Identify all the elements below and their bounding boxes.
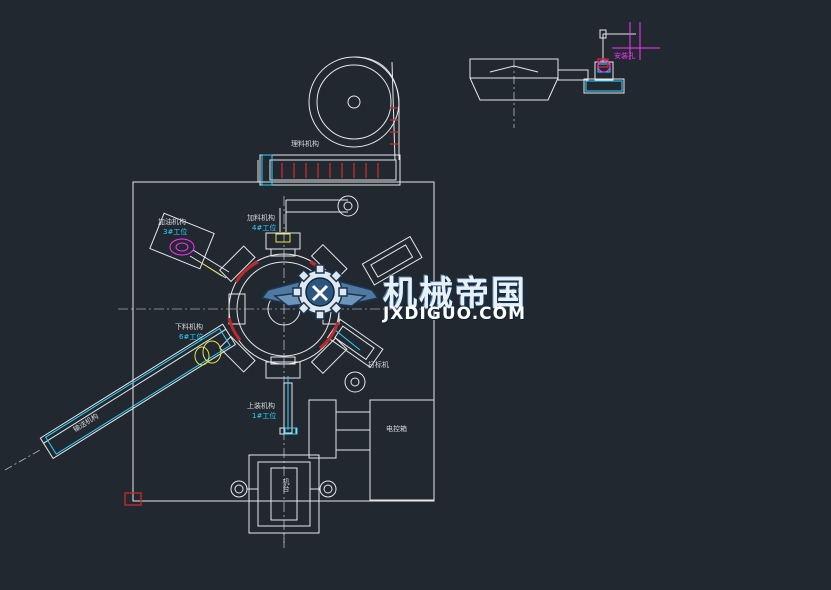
label-load-station: 1#工位 — [252, 412, 277, 420]
label-add-oil-station: 3#工位 — [163, 228, 188, 236]
machine-frame — [132, 181, 435, 502]
feed-track — [259, 154, 401, 186]
logo-text-en: JXDIGUO.COM — [383, 304, 527, 324]
label-unload-mechanism: 下料机构 — [175, 323, 203, 331]
label-press-mechanism: 加料机构 — [247, 214, 275, 222]
conveyor — [39, 323, 237, 460]
label-base: 机台 — [282, 478, 290, 492]
label-press-station: 4#工位 — [252, 224, 277, 232]
label-feed-mechanism: 理料机构 — [291, 140, 319, 148]
logo-text-cn: 机械帝国 — [383, 274, 527, 314]
vibratory-bowl — [308, 56, 400, 148]
label-electric-box: 电控箱 — [386, 425, 407, 433]
label-mark-mechanism: 打标机 — [368, 361, 389, 369]
add-oil-box — [149, 212, 215, 270]
label-unload-station: 6#工位 — [179, 333, 204, 341]
control-cabinet — [369, 399, 435, 501]
logo-emblem — [260, 264, 380, 320]
label-top-right-note: 安装孔 — [614, 52, 635, 60]
label-load-mechanism: 上装机构 — [247, 402, 275, 410]
label-add-oil-mechanism: 加油机构 — [158, 218, 186, 226]
